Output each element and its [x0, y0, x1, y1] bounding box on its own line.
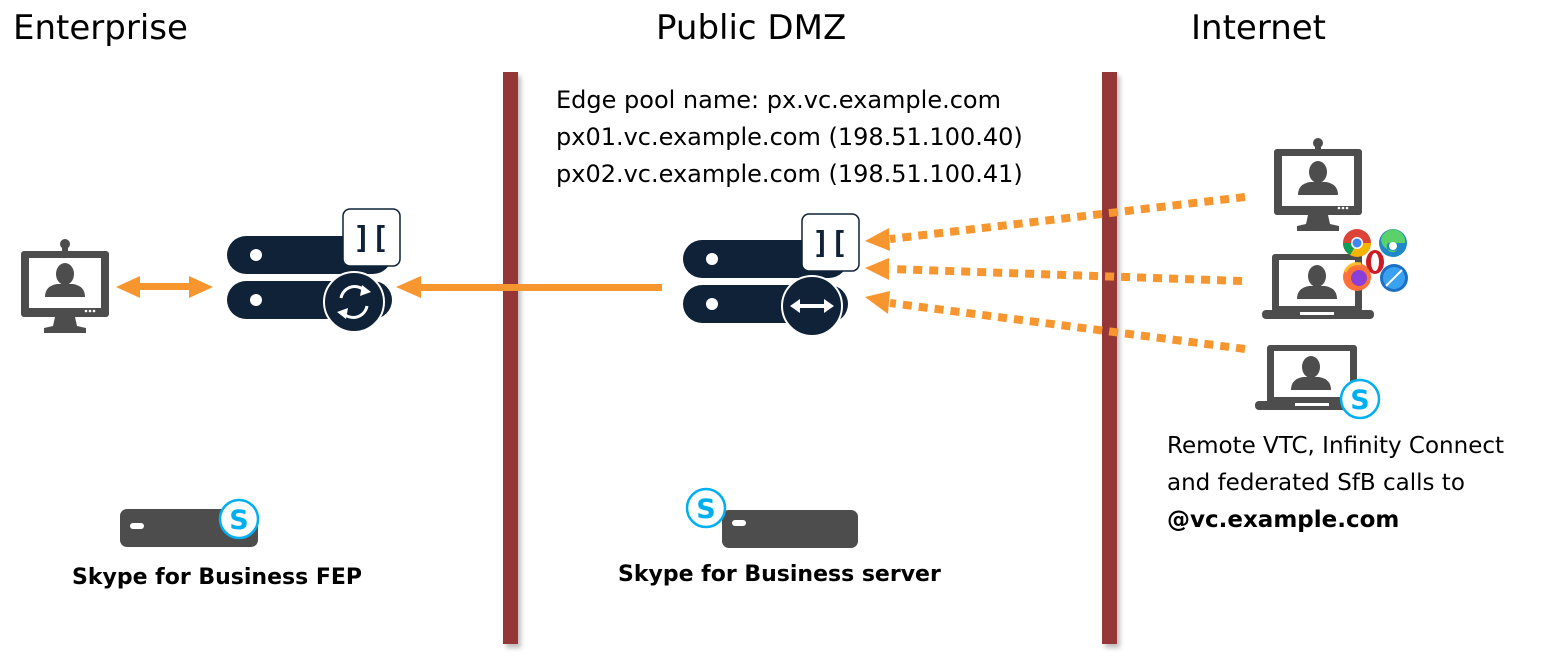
skype-icon: S: [685, 487, 727, 529]
enterprise-video-endpoint-icon: [21, 239, 109, 333]
caption-line-1: Remote VTC, Infinity Connect: [1167, 433, 1505, 459]
sfb-server-label: Skype for Business server: [618, 562, 941, 587]
skype-icon: S: [218, 498, 260, 540]
firefox-icon: [1343, 262, 1371, 291]
chrome-icon: [1343, 229, 1371, 257]
bidirectional-arrow: [116, 276, 213, 298]
signaling-arrow: [396, 276, 662, 298]
proxying-edge-node-icon: ][: [683, 213, 860, 337]
media-arrow-skype-client: [865, 291, 1246, 353]
edge-pool-name: Edge pool name: px.vc.example.com: [556, 86, 1001, 114]
svg-text:S: S: [696, 494, 715, 525]
svg-text:][: ][: [353, 221, 389, 256]
remote-video-endpoint-icon: [1274, 138, 1362, 231]
edge-icon: [1379, 229, 1407, 257]
sfb-fep-label: Skype for Business FEP: [72, 565, 363, 590]
caption-line-3: @vc.example.com: [1167, 507, 1400, 533]
edge-node-2: px02.vc.example.com (198.51.100.41): [556, 160, 1023, 188]
sfb-dmz-server-icon: S: [685, 487, 858, 548]
svg-text:][: ][: [812, 226, 848, 261]
caption-line-2: and federated SfB calls to: [1167, 470, 1465, 496]
zone-title-dmz: Public DMZ: [656, 8, 847, 48]
zone-title-internet: Internet: [1191, 8, 1327, 48]
skype-icon: S: [1339, 378, 1381, 420]
media-arrow-browser: [865, 258, 1243, 285]
sfb-fep-server-icon: S: [120, 498, 260, 547]
edge-node-1: px01.vc.example.com (198.51.100.40): [556, 123, 1023, 151]
laptop-browsers-icon: [1262, 229, 1408, 319]
firewall-divider-enterprise-dmz: [503, 72, 518, 644]
internet-caption: Remote VTC, Infinity Connect and federat…: [1167, 428, 1504, 539]
safari-icon: [1380, 264, 1408, 292]
opera-icon: [1366, 250, 1384, 274]
laptop-skype-icon: S: [1255, 345, 1381, 420]
svg-text:S: S: [1350, 385, 1369, 416]
svg-text:S: S: [229, 505, 248, 536]
conferencing-node-sync-icon: ][: [227, 208, 401, 333]
edge-pool-info: Edge pool name: px.vc.example.com px01.v…: [556, 82, 1023, 193]
media-arrow-remote-vtc: [865, 193, 1246, 251]
zone-title-enterprise: Enterprise: [13, 8, 188, 48]
